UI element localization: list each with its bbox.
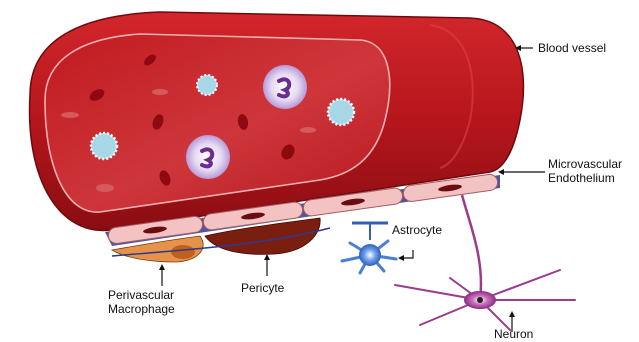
red-blood-cell-icon (152, 89, 168, 95)
label-pericyte: Pericyte (241, 254, 285, 295)
label-blood-vessel: Blood vessel (515, 41, 606, 55)
svg-text:Blood vessel: Blood vessel (538, 41, 606, 55)
platelet-icon (91, 133, 117, 159)
svg-text:Astrocyte: Astrocyte (392, 223, 442, 237)
label-neuron: Neuron (494, 311, 533, 341)
label-perivascular-macrophage: Perivascular Macrophage (108, 264, 175, 316)
astrocyte-icon (342, 223, 396, 273)
label-astrocyte: Astrocyte (392, 223, 442, 261)
white-blood-cell-icon (263, 65, 307, 109)
svg-text:Perivascular: Perivascular (108, 288, 174, 302)
red-blood-cell-icon (61, 112, 79, 118)
svg-text:Microvascular: Microvascular (548, 157, 622, 171)
label-microvascular-endothelium: Microvascular Endothelium (498, 157, 622, 185)
neuron-icon (395, 195, 575, 330)
red-blood-cell-icon (96, 184, 114, 192)
svg-text:Endothelium: Endothelium (548, 171, 615, 185)
red-blood-cell-icon (300, 127, 316, 133)
svg-text:Pericyte: Pericyte (241, 281, 285, 295)
blood-vessel (30, 12, 524, 230)
platelet-icon (328, 99, 354, 125)
platelet-icon (197, 75, 217, 95)
white-blood-cell-icon (186, 135, 230, 179)
svg-text:Macrophage: Macrophage (108, 302, 175, 316)
svg-text:Neuron: Neuron (494, 327, 533, 341)
